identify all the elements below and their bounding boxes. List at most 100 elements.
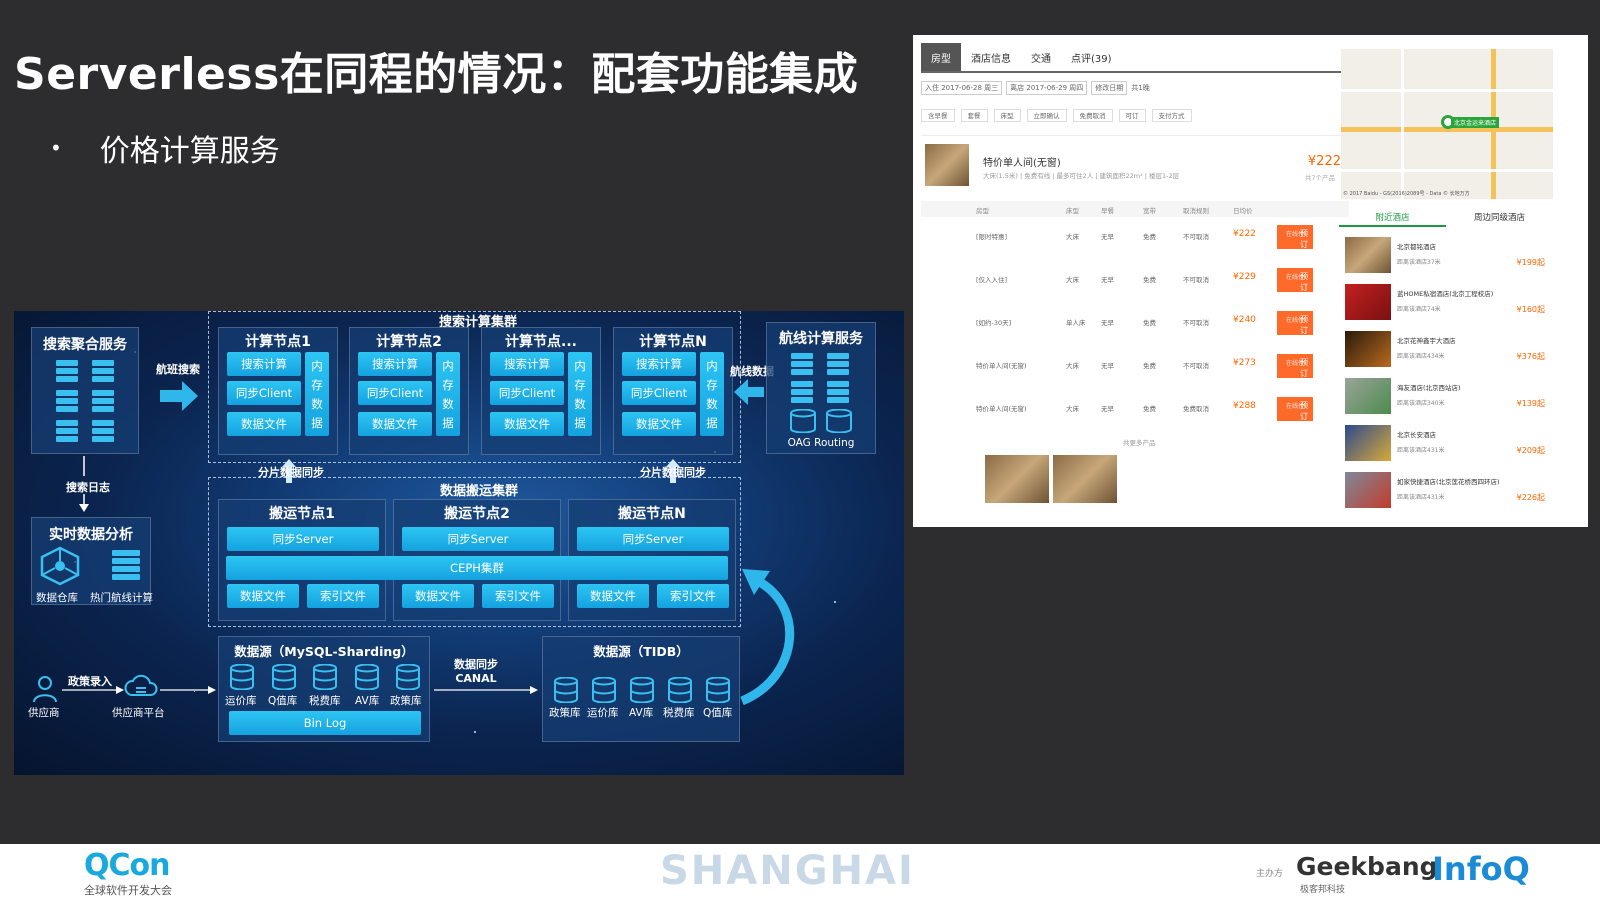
sync-server-block: 同步Server [402, 527, 554, 551]
filter-bookable[interactable]: 可订 [1118, 108, 1146, 122]
filter-free-cancel[interactable]: 免费取消 [1072, 108, 1113, 122]
search-compute-block: 搜索计算 [227, 352, 301, 376]
index-file-block: 索引文件 [482, 584, 554, 608]
sync-client-block: 同步Client [490, 381, 564, 405]
filter-bed[interactable]: 床型 [993, 108, 1021, 122]
room-photo[interactable] [985, 455, 1049, 503]
sync-server-block: 同步Server [227, 527, 379, 551]
up-arrow-icon [282, 459, 296, 483]
server-icon [56, 390, 78, 414]
search-aggregation-panel: 搜索聚合服务 [31, 327, 139, 454]
filter-instant-confirm[interactable]: 立即确认 [1026, 108, 1067, 122]
search-aggregation-title: 搜索聚合服务 [43, 337, 127, 353]
server-icon [92, 360, 114, 384]
right-arrow-icon [434, 686, 538, 694]
rate-row: [限时特惠] 大床 无早 免费 不可取消 ¥222 预 订在线付 [921, 223, 1349, 265]
compute-node-more: 计算节点... 搜索计算 同步Client 数据文件 内存数据 [481, 327, 601, 455]
nearby-hotel-item[interactable]: 北京长安酒店距离该酒店431米¥209起 [1345, 425, 1553, 465]
book-button[interactable]: 预 订在线付 [1277, 268, 1313, 292]
memory-data-block: 内存数据 [305, 352, 329, 436]
filter-package[interactable]: 套餐 [960, 108, 988, 122]
right-arrow-icon [160, 686, 216, 694]
room-photo[interactable] [1053, 455, 1117, 503]
tab-nearby-hotels[interactable]: 附近酒店 [1339, 211, 1446, 227]
search-log-label: 搜索日志 [66, 481, 110, 494]
transfer-cluster-title: 数据搬运集群 [440, 484, 519, 499]
database-icon [630, 677, 654, 703]
data-file-block: 数据文件 [358, 412, 432, 436]
book-button[interactable]: 预 订在线付 [1277, 311, 1313, 335]
up-arrow-icon [666, 459, 680, 483]
index-file-block: 索引文件 [307, 584, 379, 608]
map-hotel-label: 北京金运来酒店 [1451, 117, 1500, 128]
policy-input-label: 政策录入 [68, 675, 112, 688]
book-button[interactable]: 预 订在线付 [1277, 397, 1313, 421]
infoq-logo: InfoQ [1432, 850, 1530, 888]
book-button[interactable]: 预 订在线付 [1277, 354, 1313, 378]
compute-node-title: 计算节点N [639, 334, 707, 350]
room-price: ¥222 [1307, 154, 1341, 169]
route-service-title: 航线计算服务 [779, 331, 863, 347]
bullet-item: • 价格计算服务 [50, 126, 280, 170]
book-button[interactable]: 预 订在线付 [1277, 225, 1313, 249]
geekbang-subtitle: 极客邦科技 [1300, 885, 1346, 895]
down-arrow-icon [79, 456, 89, 512]
database-icon [790, 409, 852, 433]
qcon-subtitle: 全球软件开发大会 [84, 884, 172, 897]
filter-payment[interactable]: 支付方式 [1151, 108, 1192, 122]
user-icon [33, 676, 57, 703]
room-header: 特价单人间(无窗) 大床(1.5米) | 免费有线 | 最多可住2人 | 建筑面… [921, 135, 1349, 195]
data-warehouse-label: 数据仓库 [36, 592, 78, 604]
cloud-icon [124, 674, 158, 696]
shard-sync-label-left: 分片数据同步 [258, 466, 324, 479]
memory-data-block: 内存数据 [568, 352, 592, 436]
nearby-hotel-item[interactable]: 如家快捷酒店(北京莲花桥西四环店)距离该酒店431米¥226起 [1345, 472, 1553, 512]
nearby-tabs: 附近酒店 周边同级酒店 [1339, 211, 1553, 227]
db-label: AV库 [355, 695, 380, 707]
db-label: Q值库 [703, 707, 733, 719]
room-description: 大床(1.5米) | 免费有线 | 最多可住2人 | 建筑面积22m² | 楼层… [983, 172, 1180, 180]
nearby-hotel-item[interactable]: 北京都铭酒店距离该酒店37米¥199起 [1345, 237, 1553, 277]
right-arrow-icon [62, 686, 124, 694]
nearby-hotel-item[interactable]: 海友酒店(北京西站店)距离该酒店340米¥139起 [1345, 378, 1553, 418]
database-icon [272, 664, 296, 690]
slide-title: Serverless在同程的情况：配套功能集成 [14, 49, 859, 100]
hotel-image [1345, 425, 1391, 461]
db-label: 政策库 [390, 695, 422, 707]
filter-breakfast[interactable]: 含早餐 [921, 108, 955, 122]
qcon-logo: QCon [84, 848, 170, 883]
server-icon [827, 381, 849, 405]
index-file-block: 索引文件 [657, 584, 729, 608]
left-arrow-icon [734, 379, 764, 405]
tab-hotel-info[interactable]: 酒店信息 [971, 53, 1011, 65]
hot-route-label: 热门航线计算 [90, 592, 153, 604]
database-icon [230, 664, 254, 690]
compute-node-1: 计算节点1 搜索计算 同步Client 数据文件 内存数据 [218, 327, 338, 455]
data-file-block: 数据文件 [490, 412, 564, 436]
checkin-field[interactable]: 入住 2017-06-28 周三 [921, 81, 1003, 95]
database-icon [554, 677, 578, 703]
sync-client-block: 同步Client [358, 381, 432, 405]
server-icon [56, 360, 78, 384]
memory-data-block: 内存数据 [700, 352, 724, 436]
mysql-source-panel: 数据源（MySQL-Sharding） 运价库 Q值库 税费库 AV库 政策库 … [218, 636, 430, 742]
tab-traffic[interactable]: 交通 [1031, 53, 1051, 65]
database-icon [313, 664, 337, 690]
sync-server-block: 同步Server [577, 527, 729, 551]
tab-reviews[interactable]: 点评(39) [1071, 53, 1112, 65]
checkout-field[interactable]: 离店 2017-06-29 周四 [1006, 81, 1088, 95]
nearby-hotel-item[interactable]: 北京花神鑫宇大酒店距离该酒店434米¥376起 [1345, 331, 1553, 371]
more-products-link[interactable]: 共更多产品 [1123, 439, 1156, 447]
nearby-hotel-item[interactable]: 蓝HOME私宿酒店(北京工程校店)距离该酒店74米¥160起 [1345, 284, 1553, 324]
modify-date-button[interactable]: 修改日期 [1091, 81, 1128, 95]
hotel-image [1345, 284, 1391, 320]
tab-similar-hotels[interactable]: 周边同级酒店 [1473, 213, 1525, 223]
hotel-map[interactable]: 北京金运来酒店 © 2017 Baidu - GS(2016)2089号 - D… [1341, 49, 1553, 199]
transfer-node-title: 搬运节点1 [269, 506, 335, 522]
data-file-block: 数据文件 [577, 584, 649, 608]
bullet-dot: • [50, 136, 62, 160]
server-icon [112, 550, 140, 582]
rate-row: 特价单人间(无窗) 大床 无早 免费 免费取消 ¥288 预 订在线付 [921, 395, 1349, 437]
tab-rooms[interactable]: 房型 [921, 43, 961, 71]
server-icon [791, 381, 813, 405]
